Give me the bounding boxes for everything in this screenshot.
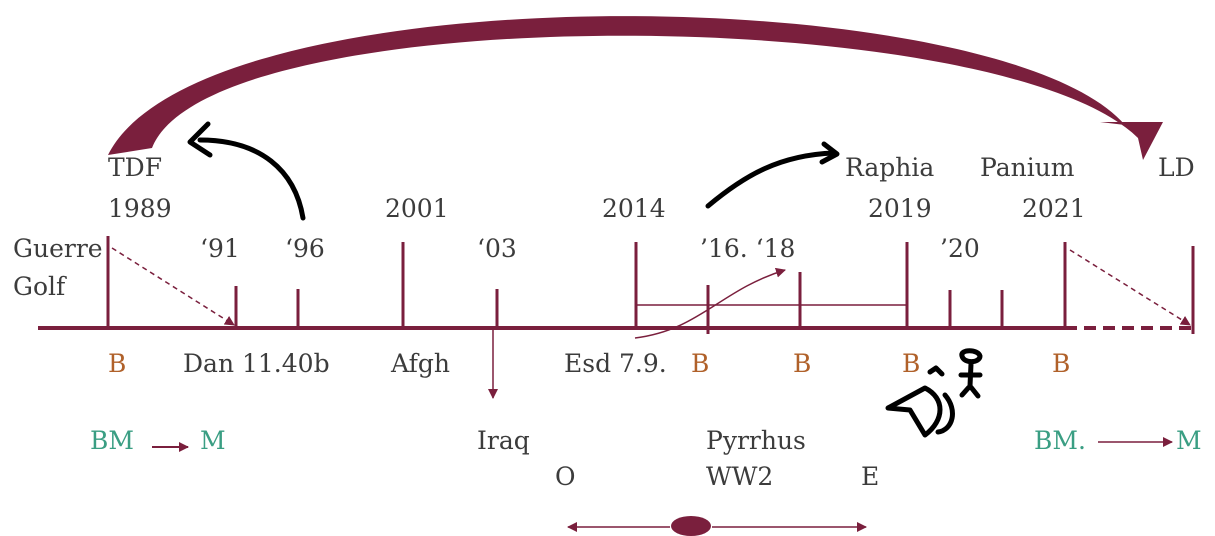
label-iraq: Iraq: [477, 426, 530, 455]
label-16-18: ’16. ‘18: [700, 234, 796, 263]
bm-right-to: M: [1176, 426, 1202, 455]
event-afgh: Afgh: [391, 349, 450, 378]
event-esd: Esd 7.9.: [564, 349, 667, 378]
bm-left-from: BM: [90, 426, 134, 455]
ink-arrow-raphia: [705, 150, 837, 209]
center-oval: [671, 516, 711, 536]
bm-right-from: BM.: [1034, 426, 1086, 455]
label-2019: 2019: [868, 194, 932, 223]
ink-eye-doodle: [885, 365, 955, 438]
ink-arrow-96: [197, 137, 306, 221]
bm-left-to: M: [200, 426, 226, 455]
label-o: O: [555, 462, 576, 491]
label-ld: LD: [1158, 153, 1195, 182]
label-ww2: WW2: [706, 462, 774, 491]
label-2021: 2021: [1022, 194, 1086, 223]
label-panium: Panium: [980, 153, 1075, 182]
label-91: ‘91: [200, 234, 240, 263]
curved-arrow-18: [634, 267, 786, 339]
label-e: E: [861, 462, 880, 491]
label-tdf: TDF: [108, 153, 163, 182]
b-marker-4: B: [902, 349, 921, 378]
timeline-ticks: [106, 236, 1195, 334]
label-03: ‘03: [477, 234, 517, 263]
label-96: ‘96: [285, 234, 325, 263]
ink-arrowhead-raphia: [819, 141, 840, 165]
ink-stickfigure: [958, 348, 983, 399]
dashed-arrow-ld: [1069, 249, 1191, 326]
label-guerre: Guerre: [13, 234, 103, 263]
label-2014: 2014: [602, 194, 666, 223]
b-marker-1: B: [108, 349, 127, 378]
b-marker-2: B: [691, 349, 710, 378]
event-dan: Dan 11.40b: [183, 349, 330, 378]
label-1989: 1989: [108, 194, 172, 223]
big-curved-arrow: [108, 16, 1163, 160]
ink-arrowhead-96: [187, 121, 213, 158]
b-marker-5: B: [1052, 349, 1071, 378]
label-2001: 2001: [385, 194, 449, 223]
label-20: ’20: [940, 234, 980, 263]
label-raphia: Raphia: [845, 153, 935, 182]
label-golf: Golf: [13, 272, 66, 301]
dashed-arrow-guerre: [111, 247, 235, 326]
b-marker-3: B: [793, 349, 812, 378]
label-pyrrhus: Pyrrhus: [706, 426, 806, 455]
